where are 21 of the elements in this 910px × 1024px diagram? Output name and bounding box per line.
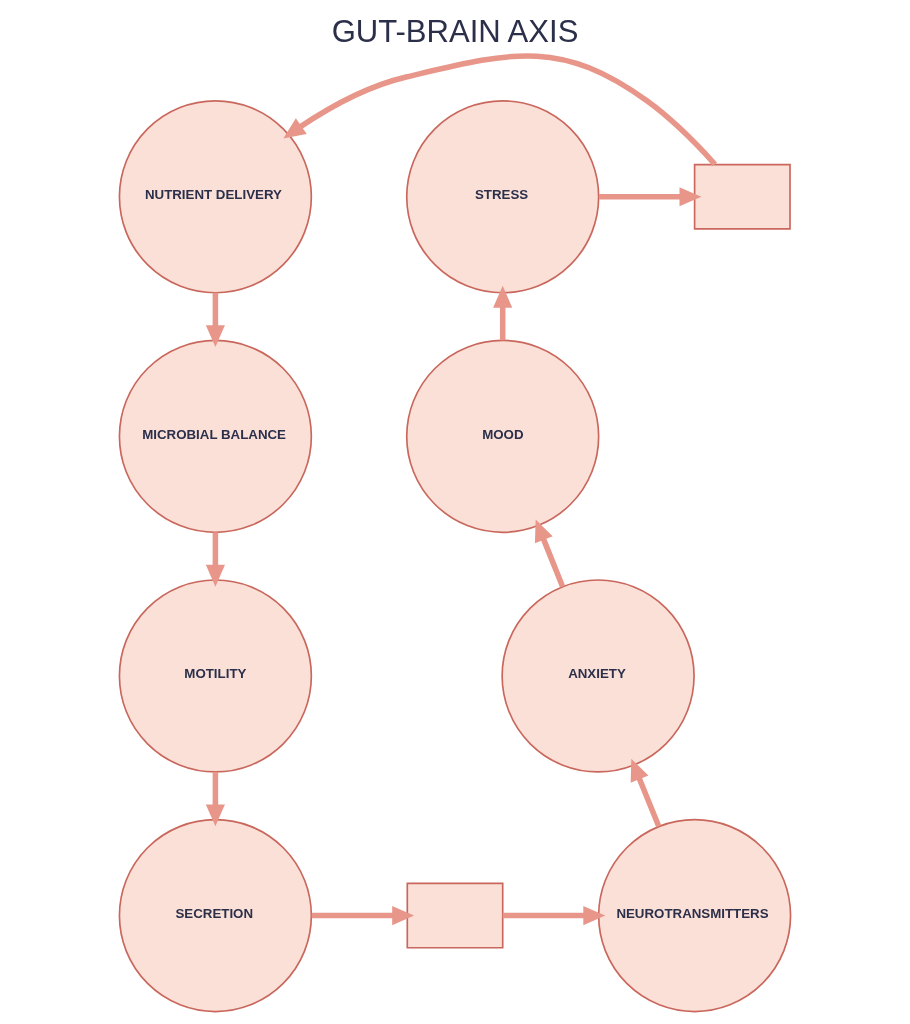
arrow xyxy=(205,771,225,827)
arrow xyxy=(599,187,702,207)
node-circle: SECRETION xyxy=(118,818,313,1013)
node-circle: NUTRIENT DELIVERY xyxy=(118,100,313,294)
node-box xyxy=(693,163,791,230)
node-circle: STRESS xyxy=(405,100,600,294)
node-circle: MICROBIAL BALANCE xyxy=(118,339,313,534)
node-circle: MOOD xyxy=(405,339,600,534)
arrow xyxy=(205,532,225,587)
arrow xyxy=(205,292,225,348)
arrow xyxy=(493,285,513,341)
arrow xyxy=(534,519,566,588)
node-box xyxy=(406,882,504,949)
node-circle: ANXIETY xyxy=(501,579,695,773)
diagram-title: GUT-BRAIN AXIS xyxy=(331,13,579,49)
arrow xyxy=(630,758,662,828)
arrow xyxy=(311,906,415,926)
node-circle: MOTILITY xyxy=(118,579,313,773)
node-circle: NEUROTRANSMITTERS xyxy=(597,818,792,1013)
arrow xyxy=(502,906,606,926)
arrow xyxy=(283,53,717,167)
